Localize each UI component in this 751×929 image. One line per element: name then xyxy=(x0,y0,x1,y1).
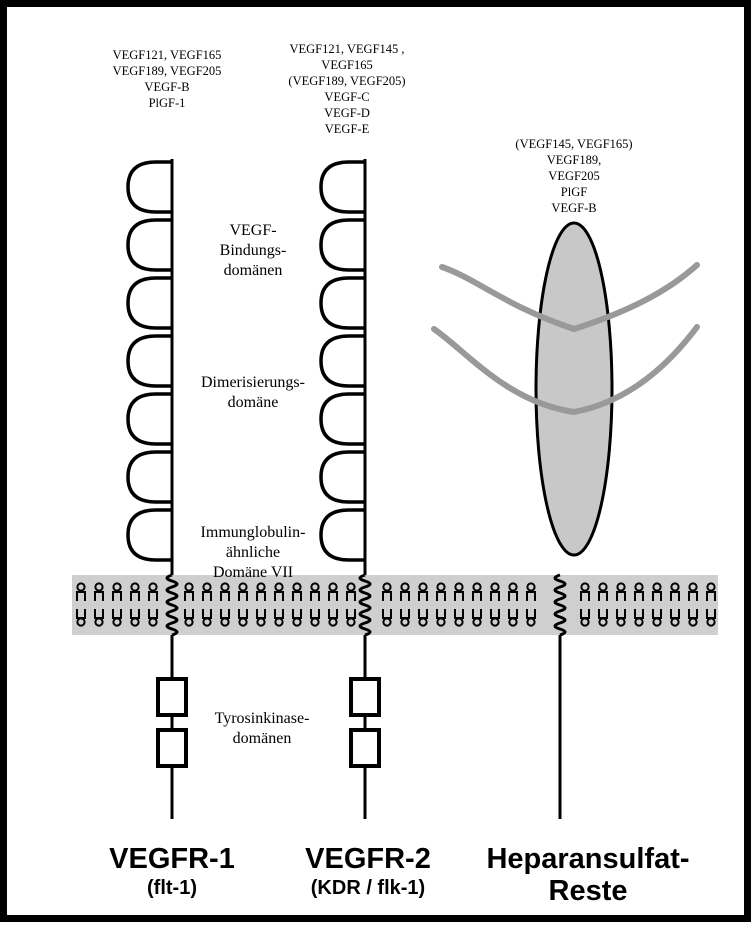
ig-loop-icon xyxy=(321,336,365,386)
heparan-label: Heparansulfat- Reste xyxy=(463,843,713,907)
ligand-label: VEGF-C xyxy=(247,89,447,105)
ig-loop-icon xyxy=(128,452,172,502)
immunoglobulin-domain-label: Immunglobulin- ähnliche Domäne VII xyxy=(177,523,329,583)
ligand-label: (VEGF145, VEGF165) xyxy=(469,136,679,152)
dimerization-domain-label: Dimerisierungs- domäne xyxy=(179,373,327,413)
ligand-label: VEGF-E xyxy=(247,121,447,137)
ig-loop-icon xyxy=(128,394,172,444)
kinase-box-icon xyxy=(158,679,186,715)
ligand-label: VEGF-B xyxy=(67,79,267,95)
ligand-label: PlGF xyxy=(469,184,679,200)
vegfr2-ligand-list: VEGF121, VEGF145 , VEGF165 (VEGF189, VEG… xyxy=(247,41,447,137)
heparan-sulfate xyxy=(434,223,697,555)
kinase-box-icon xyxy=(351,679,379,715)
receptor-alias: Reste xyxy=(463,875,713,907)
ligand-label: VEGF121, VEGF145 , xyxy=(247,41,447,57)
vegfr2-receptor xyxy=(321,159,379,819)
ig-loop-icon xyxy=(321,162,365,212)
ig-loop-icon xyxy=(321,220,365,270)
heparan-core-protein xyxy=(536,223,612,555)
kinase-domain-label: Tyrosinkinase- domänen xyxy=(197,709,327,749)
ig-loop-icon xyxy=(128,220,172,270)
ligand-label: VEGF-D xyxy=(247,105,447,121)
receptor-name: VEGFR-1 xyxy=(77,843,267,875)
receptor-name: VEGFR-2 xyxy=(273,843,463,875)
ig-loop-icon xyxy=(321,278,365,328)
receptor-alias: (flt-1) xyxy=(77,875,267,901)
ligand-label: VEGF189, xyxy=(469,152,679,168)
receptor-alias: (KDR / flk-1) xyxy=(273,875,463,901)
ligand-label: PlGF-1 xyxy=(67,95,267,111)
vegfr2-label: VEGFR-2 (KDR / flk-1) xyxy=(273,843,463,901)
ig-loop-icon xyxy=(128,336,172,386)
ligand-label: (VEGF189, VEGF205) xyxy=(247,73,447,89)
kinase-box-icon xyxy=(351,730,379,766)
ligand-label: VEGF121, VEGF165 xyxy=(67,47,267,63)
binding-domain-label: VEGF- Bindungs- domänen xyxy=(185,221,321,281)
vegfr1-receptor xyxy=(128,159,186,819)
ligand-label: VEGF-B xyxy=(469,200,679,216)
ig-loop-icon xyxy=(128,510,172,560)
kinase-box-icon xyxy=(158,730,186,766)
vegfr1-label: VEGFR-1 (flt-1) xyxy=(77,843,267,901)
receptor-name: Heparansulfat- xyxy=(463,843,713,875)
vegfr1-ligand-list: VEGF121, VEGF165 VEGF189, VEGF205 VEGF-B… xyxy=(67,47,267,111)
ligand-label: VEGF205 xyxy=(469,168,679,184)
ligand-label: VEGF165 xyxy=(247,57,447,73)
heparan-ligand-list: (VEGF145, VEGF165) VEGF189, VEGF205 PlGF… xyxy=(469,136,679,216)
ig-loop-icon xyxy=(321,452,365,502)
ligand-label: VEGF189, VEGF205 xyxy=(67,63,267,79)
ig-loop-icon xyxy=(128,162,172,212)
ig-loop-icon xyxy=(321,394,365,444)
ig-loop-icon xyxy=(128,278,172,328)
